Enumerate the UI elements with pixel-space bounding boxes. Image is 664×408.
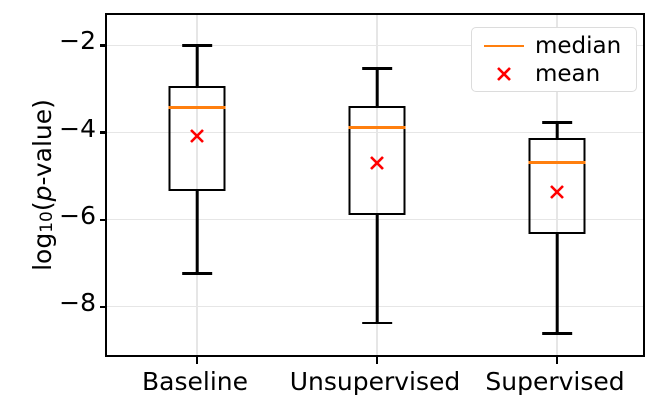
median-line-icon — [478, 44, 530, 48]
y-axis-tick-label: −8 — [59, 287, 96, 317]
legend: median mean — [471, 27, 637, 92]
y-axis-tick — [100, 305, 107, 308]
plot-area — [100, 13, 645, 364]
y-axis-label-subscript: 10 — [37, 211, 58, 233]
x-axis-tick-label-supervised: Supervised — [485, 367, 625, 396]
whisker-lower — [375, 215, 379, 323]
y-axis-tick-label: −2 — [59, 26, 96, 56]
whisker-upper — [555, 122, 559, 139]
y-axis-tick — [100, 131, 107, 134]
cap-upper — [542, 121, 572, 124]
cap-upper — [362, 67, 392, 70]
box-plot-supervised — [107, 15, 643, 355]
legend-entry-mean: mean — [478, 60, 630, 88]
y-axis-tick-label: −4 — [59, 113, 96, 143]
box-iqr — [528, 138, 586, 235]
box-iqr — [348, 106, 406, 216]
box-iqr — [168, 85, 226, 192]
mean-x-icon — [478, 63, 530, 85]
cap-lower — [182, 271, 212, 275]
box-plot-unsupervised — [107, 15, 643, 355]
cap-upper — [182, 44, 212, 47]
whisker-lower — [555, 234, 559, 334]
x-axis-tick — [195, 356, 199, 364]
whisker-upper — [375, 68, 379, 106]
median-line — [348, 125, 406, 129]
y-axis-tick-label: −6 — [59, 200, 96, 230]
whisker-upper — [195, 45, 199, 86]
y-axis-label-p: p — [27, 185, 57, 202]
y-axis-label-log: log — [27, 232, 57, 271]
cap-lower — [542, 332, 572, 335]
x-axis-tick — [555, 356, 559, 364]
box-plot-baseline — [107, 15, 643, 355]
y-axis-tick — [100, 44, 107, 47]
y-axis-label-paren-open: ( — [27, 201, 57, 212]
mean-marker — [547, 182, 567, 202]
median-line — [168, 106, 226, 110]
gridline — [107, 44, 643, 47]
gridline — [107, 306, 643, 308]
category-gridline — [376, 15, 378, 355]
mean-marker — [187, 126, 207, 146]
y-axis-tick — [100, 218, 107, 221]
x-axis-tick — [375, 356, 379, 364]
legend-label-mean: mean — [535, 60, 601, 87]
category-gridline — [556, 15, 558, 355]
median-line — [528, 161, 586, 164]
legend-label-median: median — [535, 32, 622, 59]
x-axis-tick-label-unsupervised: Unsupervised — [289, 367, 461, 396]
mean-marker — [367, 153, 387, 173]
y-axis-label-rest: -value) — [27, 99, 57, 186]
category-gridline — [196, 15, 198, 355]
gridline — [107, 219, 643, 221]
whisker-lower — [195, 191, 199, 274]
legend-entry-median: median — [478, 32, 630, 60]
gridline — [107, 131, 643, 134]
x-axis-tick-label-baseline: Baseline — [142, 367, 248, 396]
cap-lower — [362, 321, 392, 325]
